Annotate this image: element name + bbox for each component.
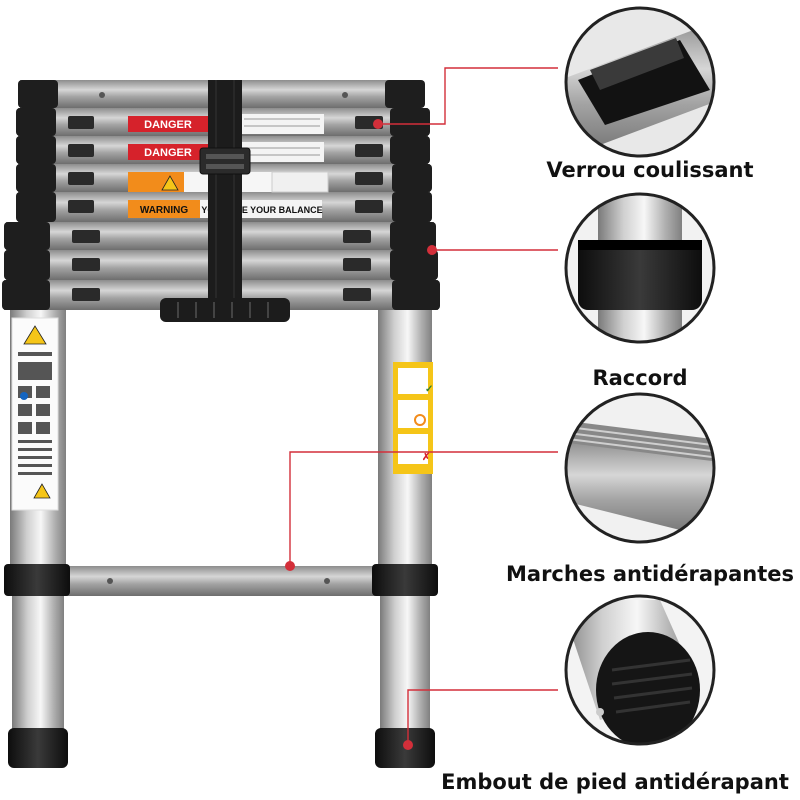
danger-text-1: DANGER <box>144 119 192 131</box>
label-anti-slip-steps: Marches antidérapantes <box>506 562 794 586</box>
callout-line-lock <box>378 67 558 125</box>
telescopic-ladder: DANGER DANGER WARNING YOU LOSE YOUR BALA… <box>2 80 440 768</box>
carry-handle <box>160 298 290 322</box>
left-lower-tube <box>12 595 64 735</box>
carry-strap <box>199 80 251 298</box>
label-sliding-lock: Verrou coulissant <box>546 158 754 182</box>
warning-text: WARNING <box>140 205 189 216</box>
connector-collar-left <box>4 564 70 596</box>
svg-text:✓: ✓ <box>425 384 433 395</box>
foot-cap-left <box>8 728 68 768</box>
callout-lines <box>285 67 558 745</box>
svg-text:✗: ✗ <box>422 452 430 463</box>
callout-line-foot <box>407 689 558 745</box>
label-connector: Raccord <box>592 366 688 390</box>
label-anti-slip-foot: Embout de pied antidérapant <box>441 770 789 794</box>
connector-collar-right <box>372 564 438 596</box>
instruction-sticker <box>11 317 59 511</box>
detail-anti-slip-steps <box>564 392 716 544</box>
detail-sliding-lock <box>564 6 716 158</box>
right-lower-tube <box>380 595 430 735</box>
callout-line-steps <box>289 451 558 566</box>
balance-text: YOU LOSE YOUR BALANCE <box>201 205 322 215</box>
usage-sticker: ✓ ✗ <box>393 362 433 474</box>
detail-connector <box>564 192 716 344</box>
danger-text-2: DANGER <box>144 147 192 159</box>
detail-anti-slip-foot <box>564 594 716 746</box>
strap-buckle <box>199 147 251 175</box>
